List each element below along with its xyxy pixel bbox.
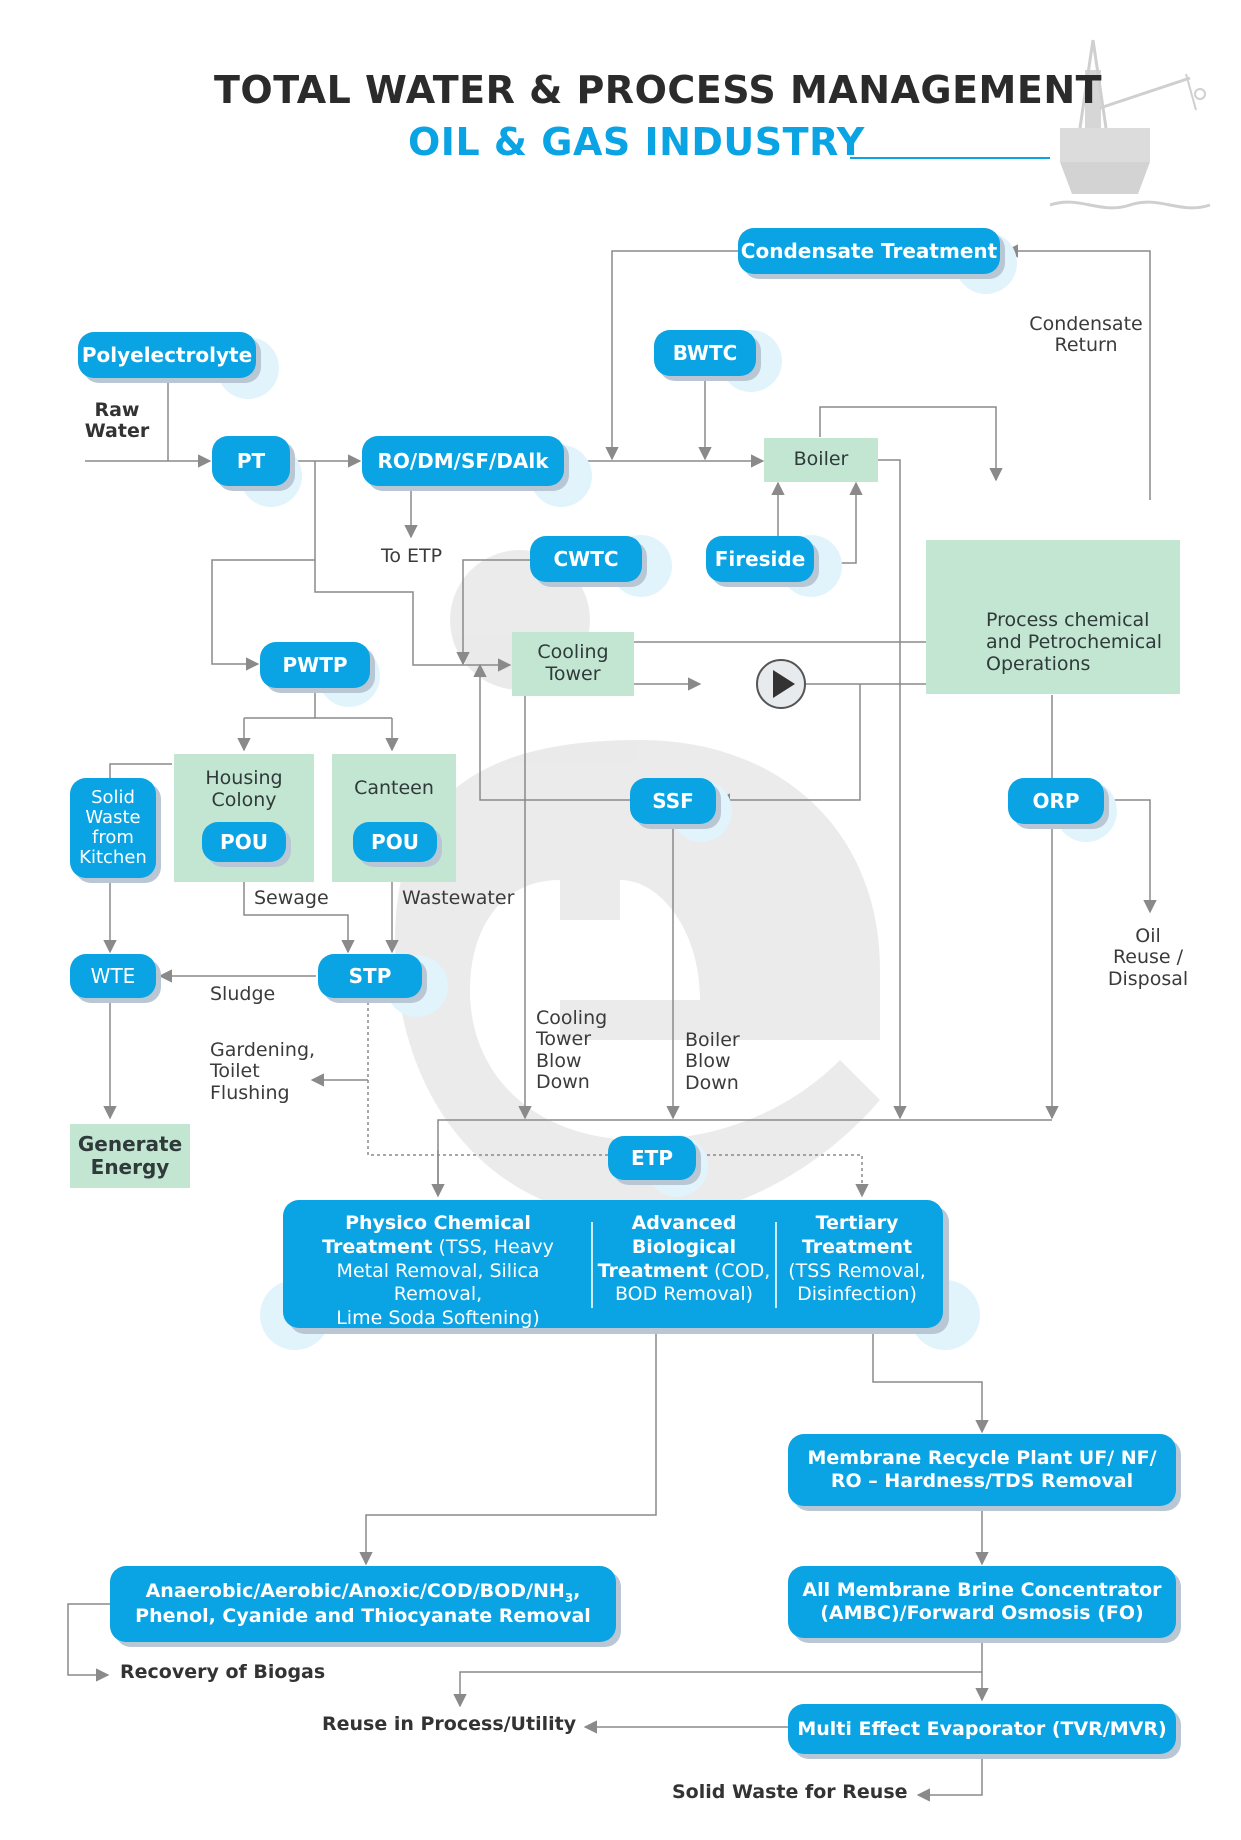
boiler-blowdown-label: Boiler Blow Down bbox=[685, 1029, 740, 1094]
ssf-node[interactable]: SSF bbox=[630, 778, 716, 824]
bwtc-node[interactable]: BWTC bbox=[654, 330, 756, 376]
physico-chemical-treatment: Physico Chemical Treatment (TSS, Heavy M… bbox=[322, 1212, 554, 1329]
boiler-node[interactable]: Boiler bbox=[764, 438, 878, 482]
solid-waste-kitchen-node[interactable]: Solid Waste from Kitchen bbox=[70, 778, 156, 878]
orp-node[interactable]: ORP bbox=[1008, 778, 1104, 824]
canteen-box[interactable]: Canteen bbox=[332, 754, 456, 882]
etp-node[interactable]: ETP bbox=[608, 1136, 696, 1180]
advanced-biological-treatment: Advanced Biological Treatment (COD, BOD … bbox=[597, 1212, 771, 1306]
anaerobic-line-2: Phenol, Cyanide and Thiocyanate Removal bbox=[135, 1605, 591, 1628]
oil-reuse-label: Oil Reuse / Disposal bbox=[1107, 925, 1189, 990]
raw-water-label: Raw Water bbox=[84, 399, 150, 443]
housing-colony-label: Housing Colony bbox=[205, 767, 283, 811]
pump-icon bbox=[756, 659, 806, 709]
pt-node[interactable]: PT bbox=[212, 436, 290, 486]
canteen-label: Canteen bbox=[354, 777, 434, 799]
generate-energy-node[interactable]: Generate Energy bbox=[70, 1124, 190, 1188]
page-subtitle: OIL & GAS INDUSTRY bbox=[408, 120, 865, 164]
condensate-return-label: Condensate Return bbox=[1029, 313, 1143, 357]
wte-node[interactable]: WTE bbox=[70, 954, 156, 998]
gardening-label: Gardening, Toilet Flushing bbox=[210, 1039, 316, 1104]
fireside-node[interactable]: Fireside bbox=[706, 536, 814, 582]
housing-colony-box[interactable]: Housing Colony bbox=[174, 754, 314, 882]
sludge-label: Sludge bbox=[210, 983, 276, 1005]
pou-canteen-node[interactable]: POU bbox=[353, 822, 437, 862]
panel-divider bbox=[591, 1222, 593, 1308]
wastewater-label: Wastewater bbox=[402, 887, 515, 909]
ambc-node[interactable]: All Membrane Brine Concentrator (AMBC)/F… bbox=[788, 1566, 1176, 1638]
pwtp-node[interactable]: PWTP bbox=[260, 642, 370, 688]
tertiary-treatment: Tertiary Treatment (TSS Removal, Disinfe… bbox=[788, 1212, 926, 1306]
reuse-process-label: Reuse in Process/Utility bbox=[322, 1713, 577, 1735]
etp-treatment-panel[interactable]: Physico Chemical Treatment (TSS, Heavy M… bbox=[283, 1200, 943, 1329]
cooling-tower-blowdown-label: Cooling Tower Blow Down bbox=[536, 1007, 608, 1093]
page-title: TOTAL WATER & PROCESS MANAGEMENT bbox=[214, 68, 1103, 112]
cooling-tower-node[interactable]: Cooling Tower bbox=[512, 632, 634, 696]
sewage-label: Sewage bbox=[254, 887, 329, 909]
process-operations-node[interactable]: Process chemical and Petrochemical Opera… bbox=[926, 540, 1180, 694]
mee-node[interactable]: Multi Effect Evaporator (TVR/MVR) bbox=[788, 1704, 1176, 1754]
recovery-biogas-label: Recovery of Biogas bbox=[120, 1661, 326, 1683]
solid-waste-reuse-label: Solid Waste for Reuse bbox=[672, 1781, 908, 1803]
panel-divider bbox=[775, 1222, 777, 1308]
cwtc-node[interactable]: CWTC bbox=[530, 536, 642, 582]
anaerobic-node[interactable]: Anaerobic/Aerobic/Anoxic/COD/BOD/NH3, Ph… bbox=[110, 1566, 616, 1642]
stp-node[interactable]: STP bbox=[318, 954, 422, 998]
oil-rig-icon bbox=[1049, 39, 1211, 210]
pou-housing-node[interactable]: POU bbox=[202, 822, 286, 862]
polyelectrolyte-node[interactable]: Polyelectrolyte bbox=[78, 332, 256, 378]
to-etp-label: To ETP bbox=[381, 545, 443, 567]
ro-dm-sf-dalk-node[interactable]: RO/DM/SF/DAlk bbox=[362, 436, 564, 486]
condensate-treatment-node[interactable]: Condensate Treatment bbox=[738, 228, 1000, 274]
membrane-recycle-node[interactable]: Membrane Recycle Plant UF/ NF/ RO – Hard… bbox=[788, 1434, 1176, 1506]
anaerobic-line-1: Anaerobic/Aerobic/Anoxic/COD/BOD/NH3, bbox=[145, 1580, 581, 1605]
